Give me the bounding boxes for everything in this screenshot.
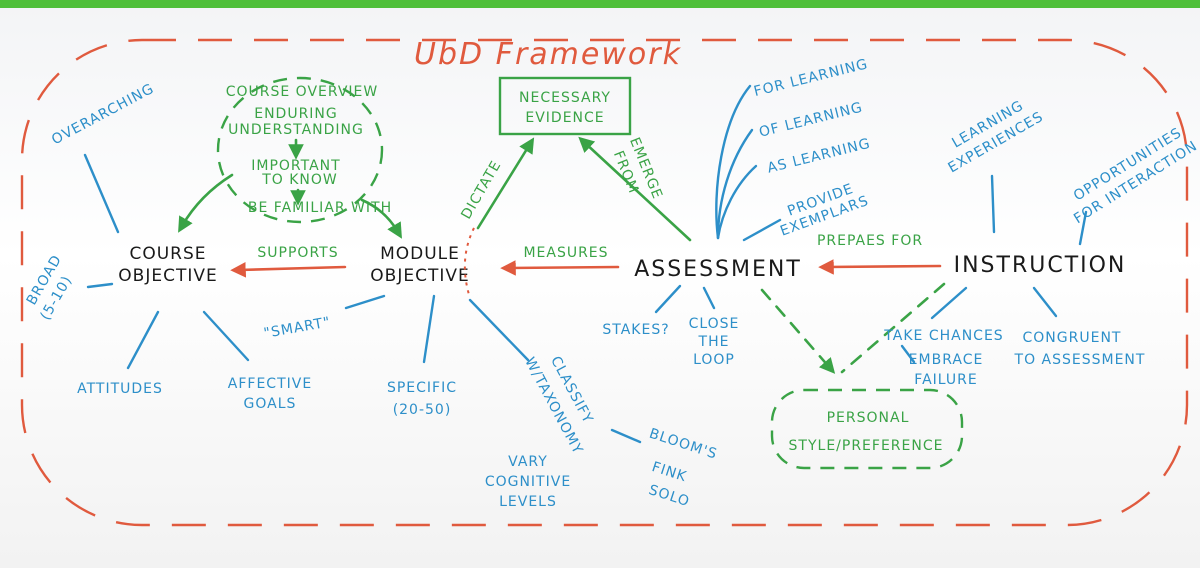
affective-line (202, 310, 250, 362)
blooms-line1: BLOOM'S (647, 426, 719, 463)
affective-line1: AFFECTIVE (228, 376, 312, 392)
close-line2: THE (698, 334, 730, 350)
broad-line (86, 282, 114, 289)
dictate-arrow (476, 137, 535, 230)
vary-line3: LEVELS (499, 494, 557, 510)
instruction-node: INSTRUCTION (954, 253, 1127, 278)
blooms-line2: FINK (650, 459, 689, 485)
overview-to-module-arrow (360, 198, 402, 239)
embrace-line (900, 344, 916, 364)
blooms-line (610, 428, 642, 444)
necessary-evidence-line2: EVIDENCE (525, 110, 604, 126)
overarching-label: OVERARCHING (49, 81, 157, 149)
course-overview-cloud (216, 76, 384, 224)
vary-line2: COGNITIVE (485, 474, 571, 490)
course-overview-title: COURSE OVERVIEW (226, 84, 379, 100)
top-frame-strip (0, 0, 1200, 8)
close-line3: LOOP (693, 352, 735, 368)
take-chances-label: TAKE CHANCES (883, 328, 1003, 344)
assessment-node: ASSESSMENT (634, 257, 802, 282)
necessary-evidence-line1: NECESSARY (519, 90, 611, 106)
attitudes-label: ATTITUDES (77, 381, 163, 397)
assessment-fan-3 (716, 164, 758, 240)
emerge-from-arrow (578, 136, 692, 242)
personal-line2: STYLE/PREFERENCE (789, 438, 944, 454)
congruent-line1: CONGRUENT (1023, 330, 1122, 346)
embrace-line1: EMBRACE (909, 352, 984, 368)
module-objective-line1: MODULE (380, 244, 460, 264)
familiar-label: BE FAMILIAR WITH (248, 200, 392, 216)
attitudes-line (126, 310, 160, 370)
supports-arrow (230, 261, 347, 278)
prepares-for-arrow (818, 259, 942, 275)
vary-line1: VARY (508, 454, 548, 470)
important-line1: IMPORTANT (251, 158, 340, 174)
instruction-to-personal (840, 282, 946, 374)
prepares-for-label: PREPAES FOR (817, 233, 923, 249)
specific-line (422, 294, 436, 364)
stakes-line (654, 284, 682, 314)
necessary-evidence-box (498, 76, 632, 136)
smart-label: "SMART" (263, 314, 332, 342)
overarching-line (83, 153, 120, 234)
framework-title: UbD Framework (414, 37, 682, 72)
take-chances-line (930, 286, 968, 320)
opportunities-line (1078, 210, 1088, 246)
outer-dashed-frame (20, 38, 1189, 527)
supports-label: SUPPORTS (257, 245, 338, 261)
measures-label: MEASURES (523, 245, 608, 261)
close-loop-line (702, 286, 716, 310)
provide-line (742, 218, 782, 242)
important-line2: TO KNOW (261, 172, 338, 188)
blooms-line3: SOLO (647, 482, 692, 510)
stakes-label: STAKES? (602, 322, 669, 338)
course-objective-line2: OBJECTIVE (118, 266, 217, 286)
enduring-line1: ENDURING (254, 106, 338, 122)
assessment-fan (715, 84, 752, 240)
embrace-line2: FAILURE (914, 372, 977, 388)
congruent-line (1032, 286, 1058, 318)
close-line1: CLOSE (689, 316, 740, 332)
for-learning-label: FOR LEARNING (752, 56, 870, 100)
specific-line2: (20-50) (393, 402, 452, 418)
specific-line1: SPECIFIC (387, 380, 457, 396)
overview-to-course-arrow (178, 173, 234, 233)
measures-arrow (500, 260, 620, 276)
classify-line (468, 298, 530, 362)
learning-exp-line (990, 174, 996, 234)
assessment-fan-2 (716, 128, 754, 240)
dotted-link (463, 227, 475, 299)
enduring-line2: UNDERSTANDING (228, 122, 364, 138)
personal-style-box (770, 388, 964, 470)
module-objective-line2: OBJECTIVE (370, 266, 469, 286)
personal-line1: PERSONAL (827, 410, 910, 426)
affective-line2: GOALS (244, 396, 297, 412)
smart-line (344, 294, 386, 310)
course-objective-line1: COURSE (129, 244, 206, 264)
as-learning-label: AS LEARNING (766, 136, 873, 177)
dictate-label: DICTATE (458, 158, 504, 222)
of-learning-label: OF LEARNING (757, 99, 864, 140)
assessment-to-personal (760, 288, 836, 374)
congruent-line2: TO ASSESSMENT (1014, 352, 1146, 368)
